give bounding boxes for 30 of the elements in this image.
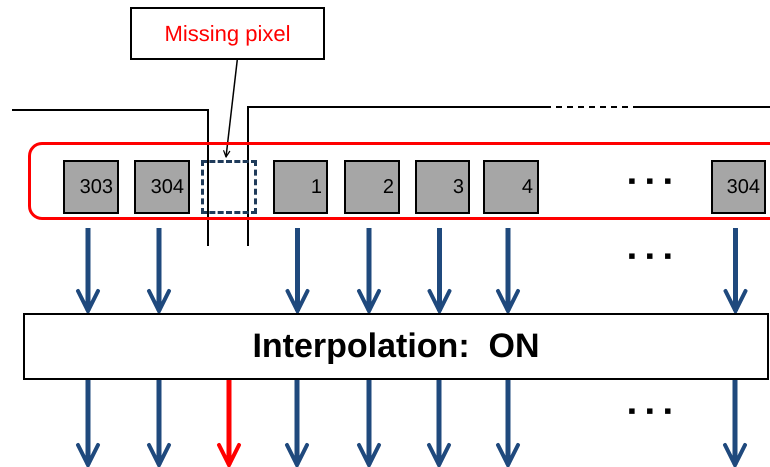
callout-box: Missing pixel (130, 7, 325, 60)
arrow (427, 380, 451, 467)
ellipsis: ▪ ▪ ▪ (628, 243, 674, 269)
pixel-box: 3 (415, 160, 470, 214)
pixel-box: 2 (344, 160, 400, 214)
arrow (357, 380, 381, 467)
arrow (428, 228, 452, 313)
missing-pixel-box (201, 160, 257, 214)
pixel-row-band (28, 142, 770, 220)
arrow (723, 380, 747, 467)
arrow (286, 228, 310, 313)
arrow (217, 380, 241, 467)
arrow (724, 228, 748, 313)
pixel-box: 304 (711, 160, 766, 214)
arrow (147, 380, 171, 467)
leader-line (223, 60, 238, 158)
ellipsis: ▪ ▪ ▪ (628, 398, 674, 424)
arrow (357, 228, 381, 313)
ellipsis: ▪ ▪ ▪ (628, 168, 674, 194)
arrow (76, 380, 100, 467)
arrow (496, 228, 520, 313)
process-box: Interpolation: ON (23, 313, 769, 380)
arrow (285, 380, 309, 467)
pixel-box: 303 (63, 160, 119, 214)
pixel-box: 4 (483, 160, 539, 214)
pixel-box: 304 (134, 160, 190, 214)
arrow (147, 228, 171, 313)
arrow (76, 228, 100, 313)
arrow (496, 380, 520, 467)
pixel-box: 1 (273, 160, 328, 214)
